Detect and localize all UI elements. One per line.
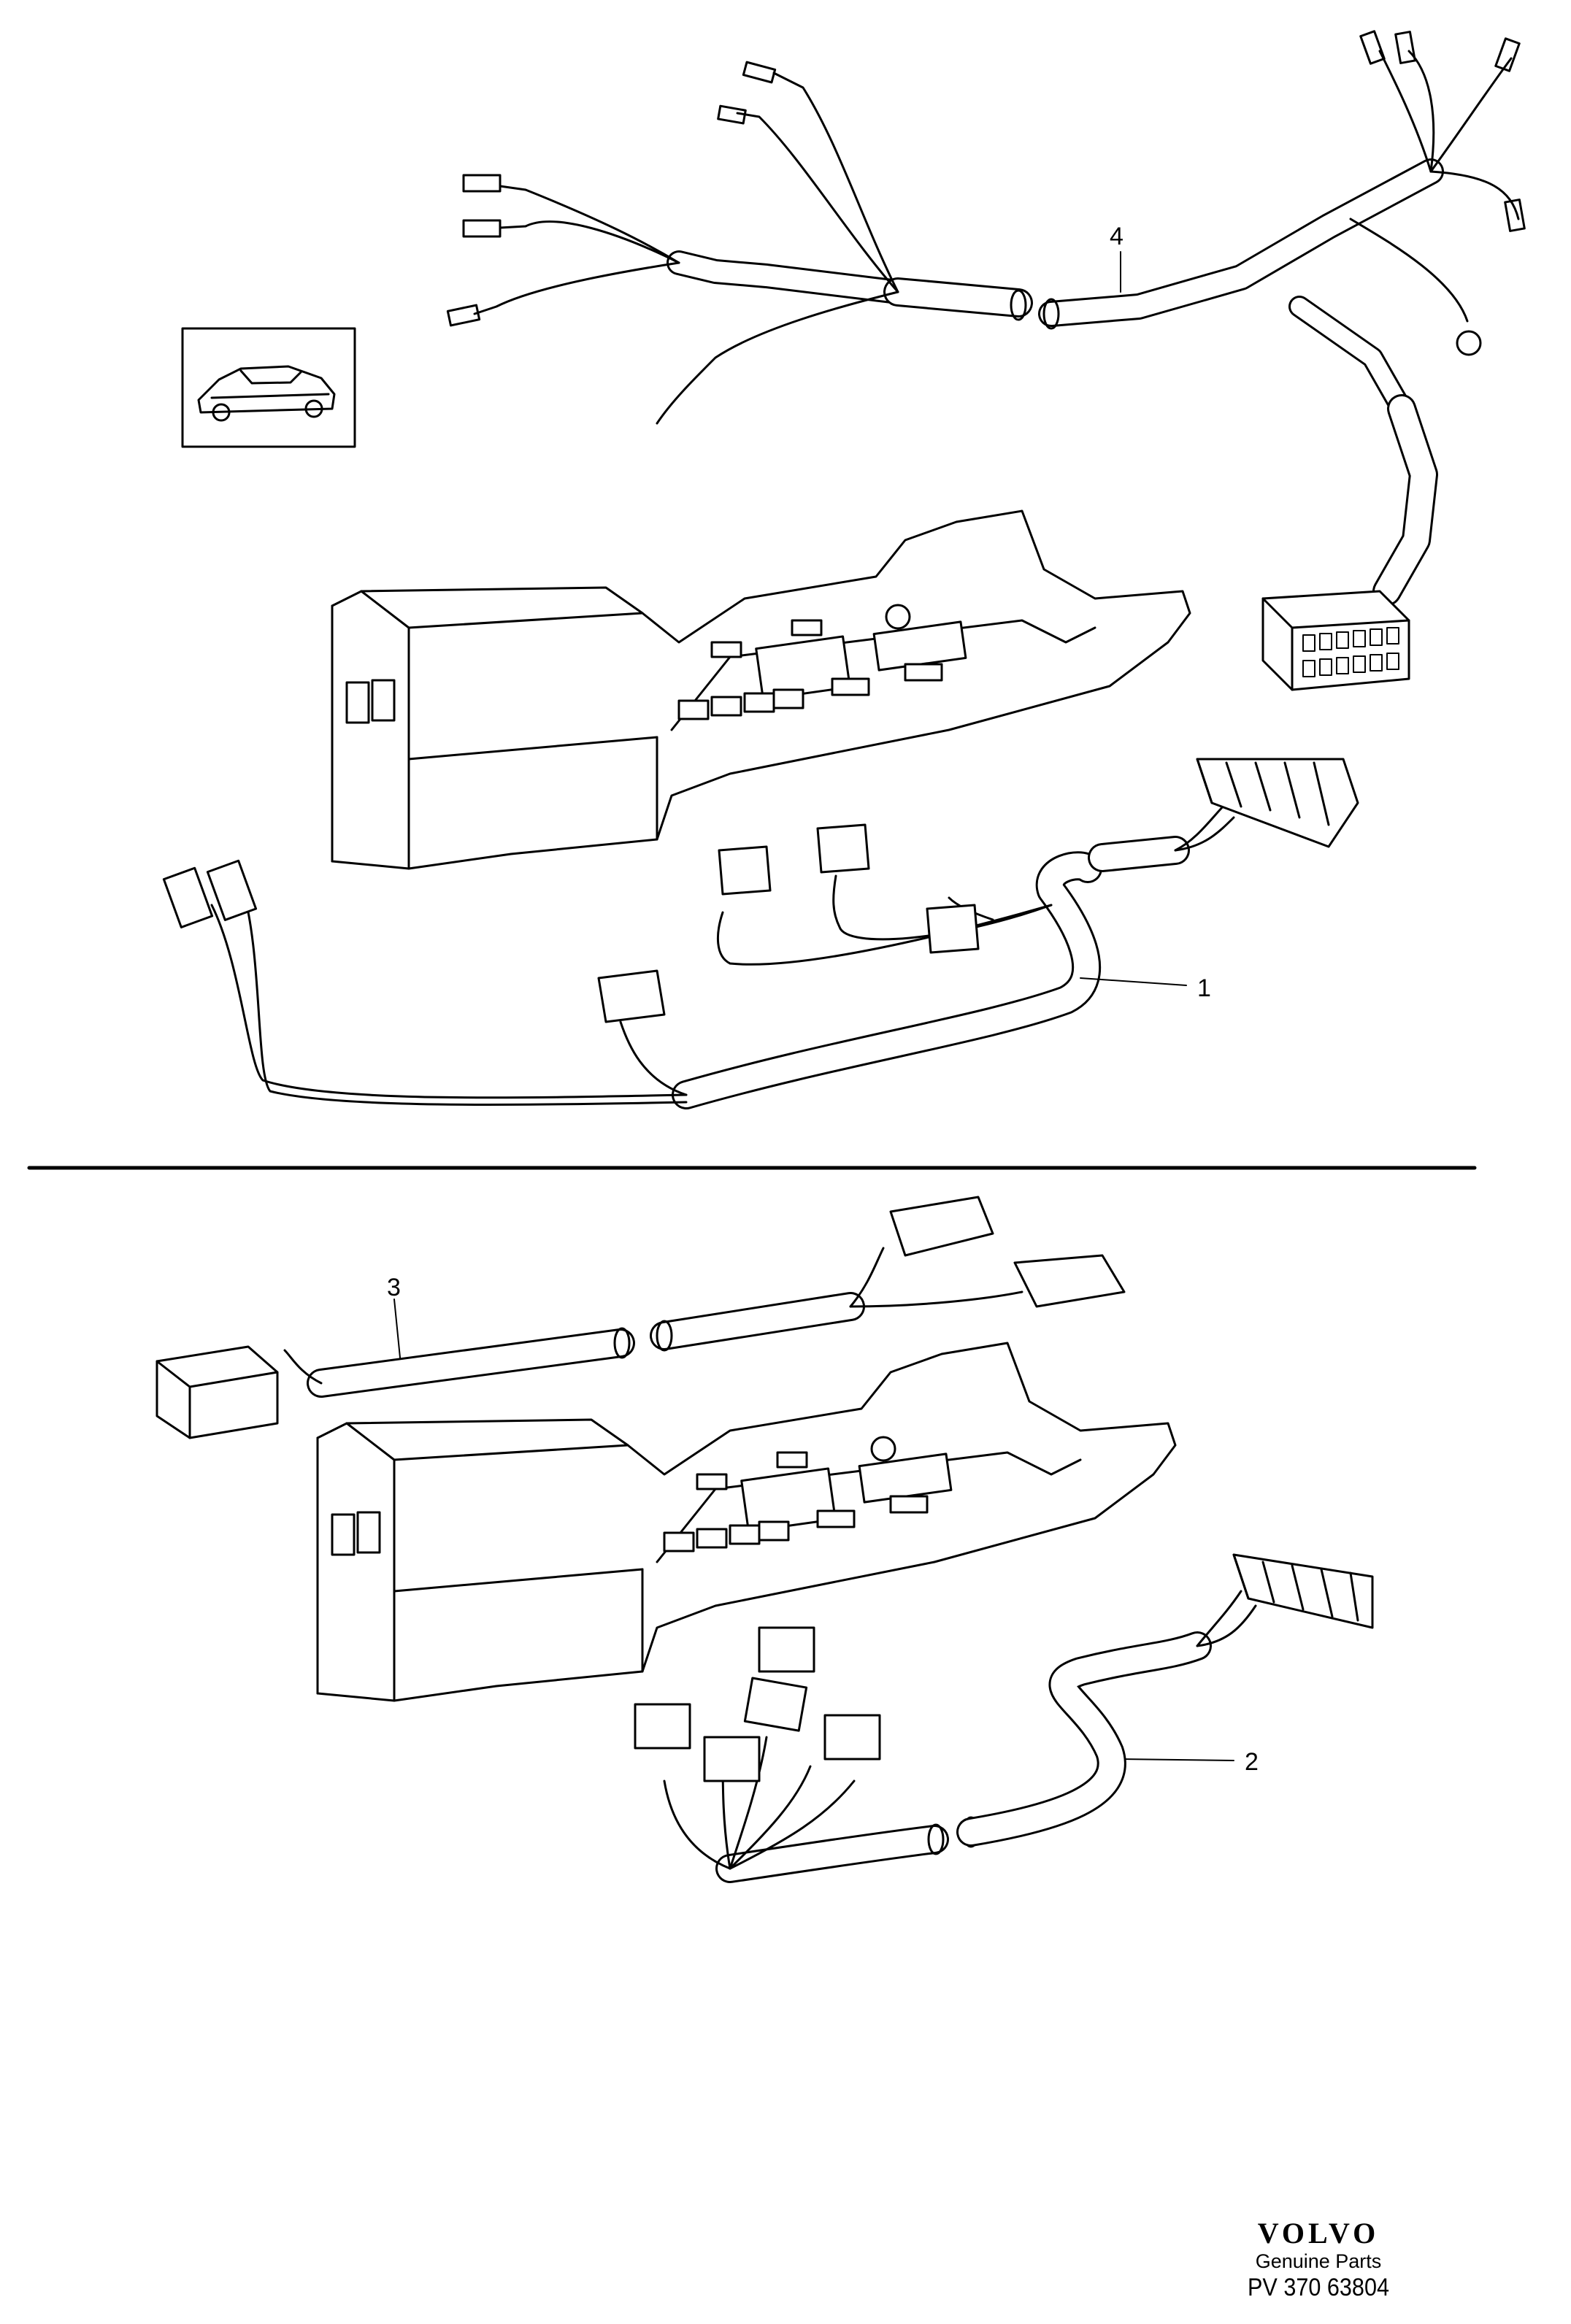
wiring-harness-2 [634,1553,1374,1883]
brand-tagline: Genuine Parts [1255,2250,1382,2272]
center-console-bottom [316,1342,1177,1702]
center-console-top [331,509,1191,870]
wiring-harness-1 [162,758,1359,1109]
connector-16-pin [1261,590,1410,691]
part-reference: PV 370 63804 [1248,2274,1389,2301]
leader-line-1 [1080,977,1187,986]
vehicle-thumbnail [181,327,356,448]
brand-logo: VOLVO [1257,2217,1380,2250]
leader-line-2 [1120,1758,1234,1761]
callout-3: 3 [387,1274,401,1301]
brand-footer: VOLVO Genuine Parts PV 370 63804 [1231,2217,1406,2302]
callout-4: 4 [1110,223,1123,250]
leader-line-3 [393,1298,401,1358]
wiring-harness-3 [155,1196,1126,1439]
callout-1: 1 [1197,974,1211,1002]
wiring-harness-4 [446,30,1526,691]
callout-2: 2 [1245,1748,1259,1776]
callout-labels: 1 2 3 4 [387,223,1259,1776]
